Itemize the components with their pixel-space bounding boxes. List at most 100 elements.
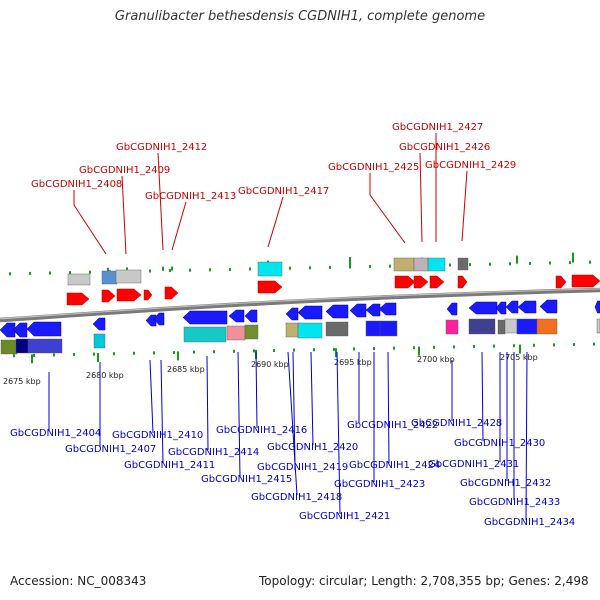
upper-track-dot [249,267,251,271]
scale-major-tick [31,354,33,364]
gene-label-leader [525,351,528,521]
lower-track-dot [353,347,355,351]
feature-box [244,324,259,340]
scale-label: 2700 kbp [417,355,455,364]
upper-track-dot [589,260,591,264]
gene-label-bottom: GbCGDNIH1_2410 [112,430,203,441]
upper-track-dot [469,263,471,267]
forward-gene-arrow [571,274,600,288]
lower-track-dot [13,354,15,358]
reverse-gene-arrow [446,302,458,316]
feature-box [413,257,429,272]
feature-box [393,257,415,272]
feature-box [596,318,600,334]
upper-track-dot [329,265,331,269]
gene-label-bottom: GbCGDNIH1_2422 [347,420,438,431]
lower-track-dot [173,351,175,355]
lower-track-dot [333,347,335,351]
forward-gene-arrow [457,275,468,289]
gene-label-bottom: GbCGDNIH1_2416 [216,425,307,436]
scale-major-tick [177,351,179,361]
lower-track-dot [293,348,295,352]
upper-track-tick [171,266,173,271]
feature-box [0,339,18,355]
lower-track-dot [473,345,475,349]
gene-label-bottom: GbCGDNIH1_2433 [469,497,560,508]
lower-track-dot [553,343,555,347]
upper-track-dot [89,270,91,274]
forward-gene-arrow [257,280,283,294]
gene-label-top: GbCGDNIH1_2408 [31,179,122,190]
feature-box [27,338,63,354]
gene-label-leader [171,201,187,251]
gene-label-leader [73,190,107,255]
lower-track-dot [573,343,575,347]
lower-track-dot [313,348,315,352]
reverse-gene-arrow [505,300,519,314]
scale-major-tick [519,344,521,354]
lower-track-dot [533,343,535,347]
lower-track-dot [273,349,275,353]
gene-label-leader [369,173,406,244]
feature-box [457,257,469,271]
gene-label-leader [387,351,390,464]
upper-track-dot [389,264,391,268]
upper-track-tick [162,266,164,271]
reverse-gene-arrow [182,310,228,325]
upper-track-dot [309,266,311,270]
upper-track-dot [49,271,51,275]
reverse-gene-arrow [517,300,537,314]
upper-track-dot [29,271,31,275]
gene-label-bottom: GbCGDNIH1_2423 [334,479,425,490]
scale-label: 2695 kbp [334,358,372,367]
reverse-gene-arrow [12,322,28,338]
reverse-gene-arrow [297,305,323,320]
feature-box [15,338,30,354]
reverse-gene-arrow [285,307,299,321]
reverse-gene-arrow [145,314,157,327]
gene-label-leader [292,351,296,466]
lower-track-dot [413,346,415,350]
lower-track-dot [113,352,115,356]
feature-box [468,318,496,335]
gene-label-leader [160,359,164,464]
feature-box [183,326,227,343]
lower-track-dot [433,345,435,349]
upper-track-dot [209,268,211,272]
upper-track-dot [449,263,451,267]
reverse-gene-arrow [378,302,397,316]
lower-track-dot [493,344,495,348]
reverse-gene-arrow [228,309,245,323]
gene-label-leader [336,351,341,515]
reverse-gene-arrow [26,321,62,337]
accession-label: Accession: NC_008343 [10,574,147,588]
feature-box [257,261,283,277]
reverse-gene-arrow [539,299,558,314]
gene-label-bottom: GbCGDNIH1_2414 [168,447,259,458]
reverse-gene-arrow [244,309,258,323]
gene-label-leader [149,359,154,434]
gene-label-bottom: GbCGDNIH1_2404 [10,428,101,439]
forward-gene-arrow [116,288,142,302]
upper-track-dot [149,269,151,273]
upper-track-dot [229,267,231,271]
scale-major-tick [97,353,99,363]
reverse-gene-arrow [92,317,106,331]
reverse-gene-arrow [365,303,381,317]
feature-box [297,322,323,339]
lower-track-dot [373,347,375,351]
gene-label-leader [419,152,423,243]
forward-gene-arrow [66,292,90,306]
lower-track-dot [253,349,255,353]
lower-track-dot [393,346,395,350]
reverse-gene-arrow [325,304,349,319]
gene-label-top: GbCGDNIH1_2409 [79,165,170,176]
upper-track-dot [189,268,191,272]
gene-label-bottom: GbCGDNIH1_2434 [484,517,575,528]
gene-label-top: GbCGDNIH1_2425 [328,162,419,173]
forward-gene-arrow [164,286,179,300]
lower-track-dot [53,353,55,357]
feature-box [93,333,106,349]
lower-track-dot [513,344,515,348]
